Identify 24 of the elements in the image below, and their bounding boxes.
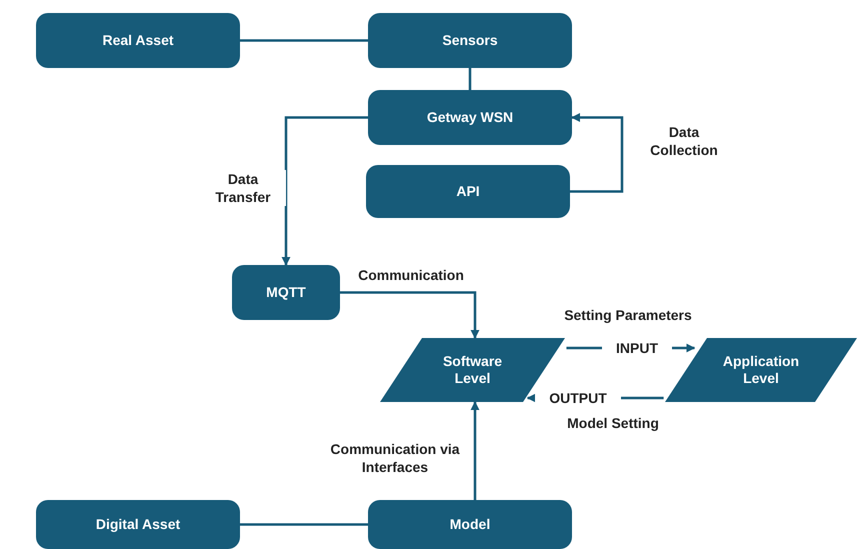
process-box — [36, 13, 240, 68]
arrow — [470, 401, 480, 500]
node-label: Application Level — [722, 353, 800, 387]
node-label: API — [456, 183, 480, 200]
connector-line — [468, 68, 472, 90]
node-label: Model — [450, 516, 490, 533]
node-label: Getway WSN — [426, 109, 514, 126]
process-box — [368, 90, 572, 145]
parallelogram-node — [665, 338, 857, 402]
arrow — [282, 116, 368, 266]
node-label: Sensors — [442, 32, 498, 49]
process-box — [232, 265, 340, 320]
node-label: MQTT — [266, 284, 306, 301]
arrow — [570, 113, 624, 193]
arrow — [340, 291, 480, 339]
node-label: Real Asset — [102, 32, 174, 49]
process-box — [368, 500, 572, 549]
process-box — [366, 165, 570, 218]
node-label: Software Level — [442, 353, 504, 387]
connector-line — [240, 523, 368, 526]
connector-line — [240, 39, 368, 42]
node-label: Digital Asset — [96, 516, 180, 533]
process-box — [36, 500, 240, 549]
process-box — [368, 13, 572, 68]
